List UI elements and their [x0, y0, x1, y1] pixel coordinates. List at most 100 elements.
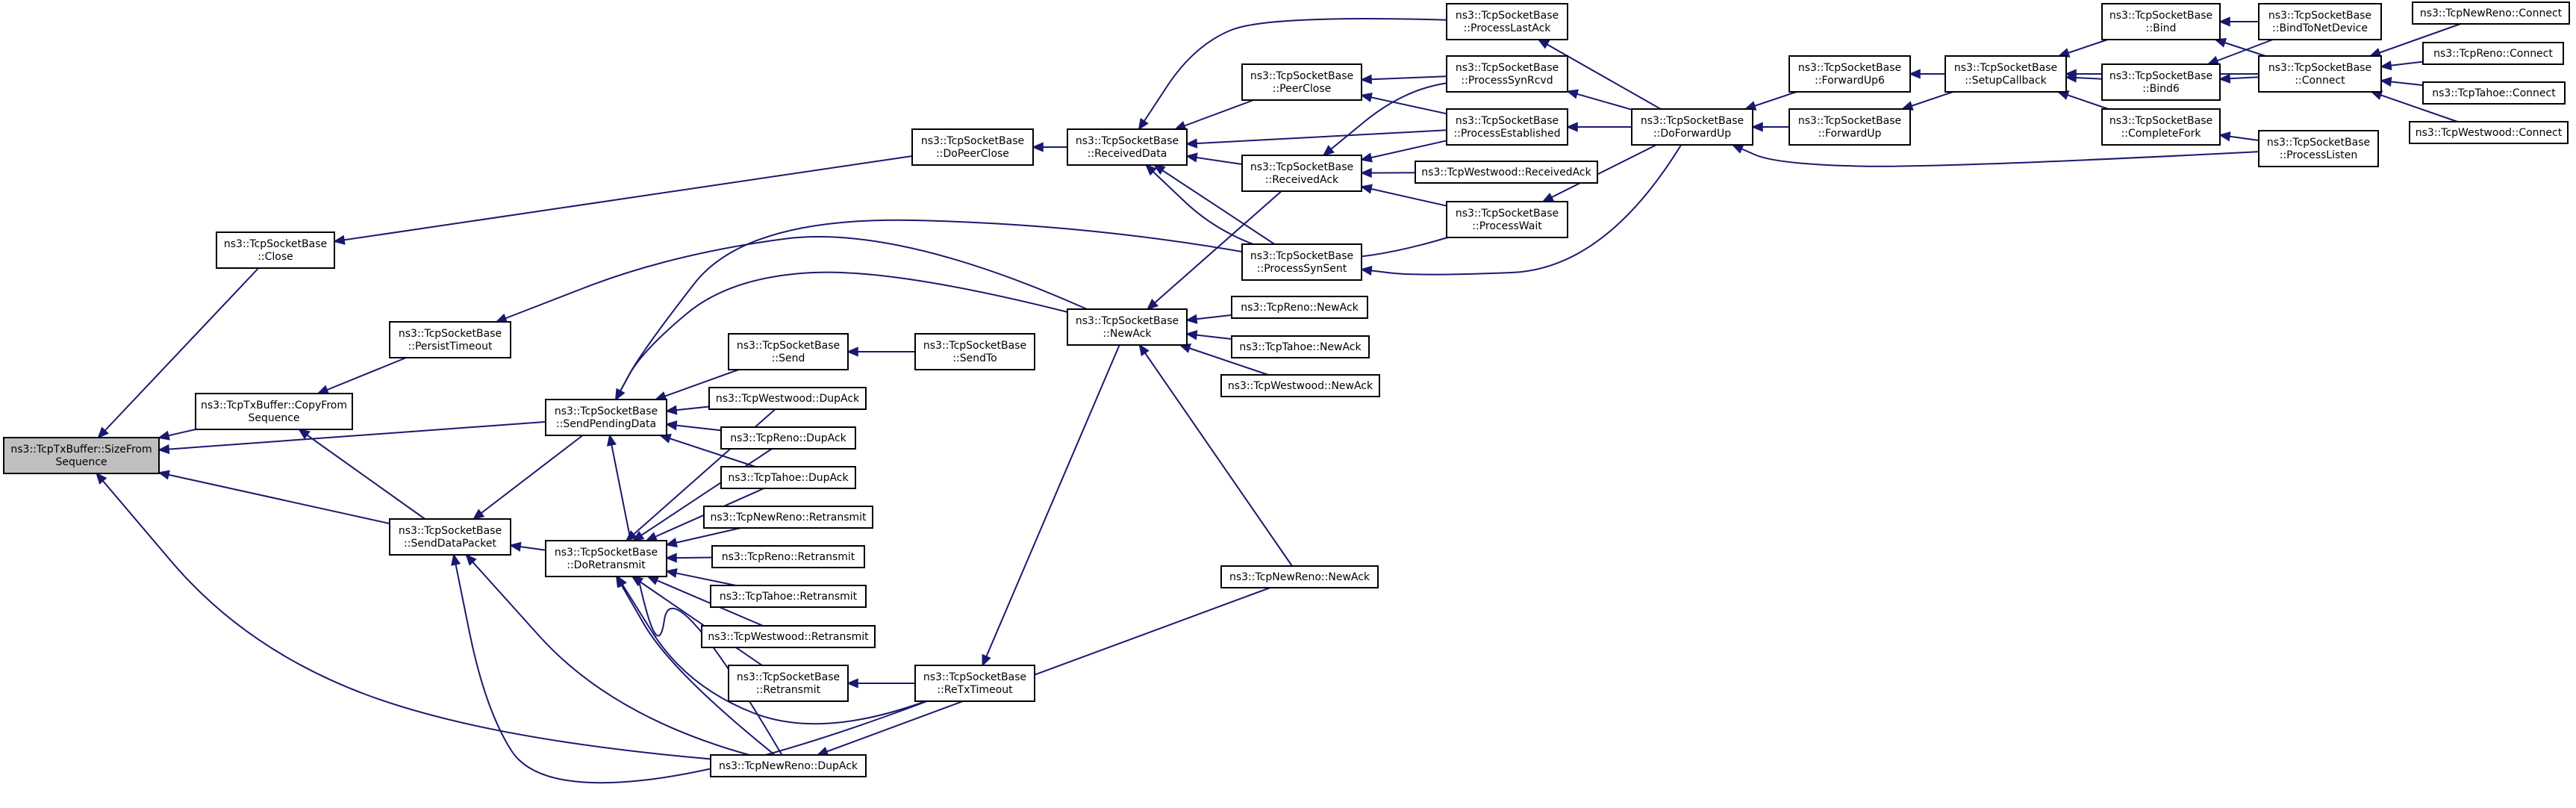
edge-processlisten-to-doforwardup	[1731, 144, 2260, 167]
node-receivedack[interactable]: ns3::TcpSocketBase::ReceivedAck	[1241, 155, 1362, 192]
node-forwardup6[interactable]: ns3::TcpSocketBase::ForwardUp6	[1788, 55, 1911, 93]
edge-line	[1361, 75, 1447, 81]
edge-line	[1138, 344, 1293, 567]
node-persist[interactable]: ns3::TcpSocketBase::PersistTimeout	[389, 321, 511, 358]
edge-newack-to-retxtimeout	[982, 344, 1120, 667]
node-retxtimeout[interactable]: ns3::TcpSocketBase::ReTxTimeout	[914, 665, 1035, 702]
node-newack[interactable]: ns3::TcpSocketBase::NewAck	[1067, 308, 1188, 346]
edge-persist-to-copyfrom	[316, 357, 407, 394]
node-processsynsent[interactable]: ns3::TcpSocketBase::ProcessSynSent	[1241, 243, 1362, 281]
edge-line	[666, 527, 741, 546]
node-label: ::ProcessEstablished	[1453, 128, 1560, 140]
node-processlastack[interactable]: ns3::TcpSocketBase::ProcessLastAck	[1446, 3, 1568, 40]
node-processestablished[interactable]: ns3::TcpSocketBase::ProcessEstablished	[1446, 108, 1568, 146]
node-dopeerclose[interactable]: ns3::TcpSocketBase::DoPeerClose	[911, 128, 1034, 166]
node-reno_retransmit[interactable]: ns3::TcpReno::Retransmit	[711, 545, 865, 568]
node-forwardup[interactable]: ns3::TcpSocketBase::ForwardUp	[1788, 108, 1911, 146]
node-box	[1241, 243, 1362, 281]
node-peerclose[interactable]: ns3::TcpSocketBase::PeerClose	[1241, 63, 1362, 101]
node-label: ::ForwardUp	[1818, 128, 1882, 140]
node-doretransmit[interactable]: ns3::TcpSocketBase::DoRetransmit	[545, 540, 667, 577]
node-label: ::ProcessLastAck	[1464, 22, 1552, 34]
node-westwood_dupack[interactable]: ns3::TcpWestwood::DupAck	[708, 387, 867, 410]
node-connect[interactable]: ns3::TcpSocketBase::Connect	[2258, 55, 2382, 93]
node-box	[701, 625, 876, 648]
edge-newreno_dupack-to-senddatapacket	[465, 553, 750, 756]
node-box	[710, 754, 867, 777]
edge-reno_connect-to-connect	[2380, 60, 2424, 71]
edge-reno_dupack-to-doretransmit	[631, 448, 773, 542]
edge-arrowhead	[665, 568, 678, 579]
node-sendpending[interactable]: ns3::TcpSocketBase::SendPendingData	[545, 399, 667, 436]
node-westwood_connect[interactable]: ns3::TcpWestwood::Connect	[2409, 121, 2569, 144]
node-newreno_retransmit[interactable]: ns3::TcpNewReno::Retransmit	[703, 506, 873, 529]
node-box	[1220, 565, 1379, 588]
node-label: ::PersistTimeout	[408, 341, 493, 352]
edge-arrowhead	[1153, 164, 1166, 175]
node-send[interactable]: ns3::TcpSocketBase::Send	[728, 333, 849, 370]
edge-arrowhead	[1185, 330, 1198, 341]
node-processwait[interactable]: ns3::TcpSocketBase::ProcessWait	[1446, 201, 1568, 238]
edge-line	[452, 554, 928, 784]
node-newreno_dupack[interactable]: ns3::TcpNewReno::DupAck	[710, 754, 867, 777]
node-label: ::Retransmit	[756, 684, 821, 696]
node-box	[728, 333, 849, 370]
node-setupcallback[interactable]: ns3::TcpSocketBase::SetupCallback	[1945, 55, 2067, 93]
node-reno_dupack[interactable]: ns3::TcpReno::DupAck	[720, 426, 856, 450]
node-westwood_receivedack[interactable]: ns3::TcpWestwood::ReceivedAck	[1415, 161, 1598, 184]
edge-arrowhead	[665, 420, 678, 431]
edge-arrowhead	[1145, 164, 1157, 176]
node-westwood_retransmit[interactable]: ns3::TcpWestwood::Retransmit	[701, 625, 876, 648]
node-tahoe_connect[interactable]: ns3::TcpTahoe::Connect	[2422, 81, 2566, 105]
edge-westwood_receivedack-to-receivedack	[1360, 167, 1416, 178]
node-box	[1067, 128, 1188, 166]
node-box	[708, 387, 867, 410]
node-newreno_connect[interactable]: ns3::TcpNewReno::Connect	[2412, 1, 2570, 25]
node-label: ns3::TcpNewReno::Connect	[2420, 7, 2563, 19]
node-label: ::ReceivedData	[1088, 148, 1167, 160]
node-label: ::SendDataPacket	[404, 538, 496, 550]
node-newreno_newack[interactable]: ns3::TcpNewReno::NewAck	[1220, 565, 1379, 588]
edge-processsynrcvd-to-peerclose	[1360, 74, 1447, 84]
edge-processsynsent-to-receiveddata	[1153, 164, 1276, 245]
edge-processestablished-to-receiveddata	[1185, 129, 1447, 149]
edge-line	[334, 155, 913, 243]
node-box	[2422, 42, 2564, 65]
node-bindtonetdevice[interactable]: ns3::TcpSocketBase::BindToNetDevice	[2258, 3, 2382, 40]
edge-arrowhead	[1360, 265, 1373, 276]
node-label: ns3::TcpSocketBase	[737, 671, 840, 683]
node-senddatapacket[interactable]: ns3::TcpSocketBase::SendDataPacket	[389, 518, 511, 556]
edge-arrowhead	[1360, 152, 1373, 163]
edge-doforwardup-to-processsynsent	[1360, 144, 1682, 276]
node-label: ns3::TcpTahoe::DupAck	[728, 472, 849, 484]
node-completefork[interactable]: ns3::TcpSocketBase::CompleteFork	[2101, 108, 2221, 146]
edge-arrowhead	[1138, 344, 1150, 357]
node-tahoe_dupack[interactable]: ns3::TcpTahoe::DupAck	[720, 466, 856, 489]
node-reno_newack[interactable]: ns3::TcpReno::NewAck	[1231, 296, 1368, 319]
node-bind6[interactable]: ns3::TcpSocketBase::Bind6	[2101, 63, 2221, 101]
edge-line	[1323, 82, 1447, 156]
node-box	[711, 545, 865, 568]
node-westwood_newack[interactable]: ns3::TcpWestwood::NewAck	[1220, 374, 1380, 397]
node-tahoe_retransmit[interactable]: ns3::TcpTahoe::Retransmit	[710, 585, 867, 608]
node-receiveddata[interactable]: ns3::TcpSocketBase::ReceivedData	[1067, 128, 1188, 166]
node-tahoe_newack[interactable]: ns3::TcpTahoe::NewAck	[1231, 335, 1370, 358]
edge-arrowhead	[2380, 60, 2392, 71]
node-reno_connect[interactable]: ns3::TcpReno::Connect	[2422, 42, 2564, 65]
edge-line	[1567, 90, 1632, 111]
edge-receiveddata-to-dopeerclose	[1032, 142, 1067, 152]
node-retransmit[interactable]: ns3::TcpSocketBase::Retransmit	[728, 665, 849, 702]
node-bind[interactable]: ns3::TcpSocketBase::Bind	[2101, 3, 2221, 40]
edge-line	[647, 576, 764, 627]
node-box	[914, 665, 1035, 702]
node-label: ns3::TcpSocketBase	[921, 135, 1024, 147]
node-processsynrcvd[interactable]: ns3::TcpSocketBase::ProcessSynRcvd	[1446, 55, 1568, 93]
node-doforwardup[interactable]: ns3::TcpSocketBase::DoForwardUp	[1631, 108, 1753, 146]
node-sendto[interactable]: ns3::TcpSocketBase::SendTo	[914, 333, 1035, 370]
node-label: Sequence	[55, 456, 107, 468]
node-processlisten[interactable]: ns3::TcpSocketBase::ProcessListen	[2258, 130, 2379, 167]
node-close[interactable]: ns3::TcpSocketBase::Close	[216, 231, 335, 269]
edge-line	[97, 267, 260, 438]
